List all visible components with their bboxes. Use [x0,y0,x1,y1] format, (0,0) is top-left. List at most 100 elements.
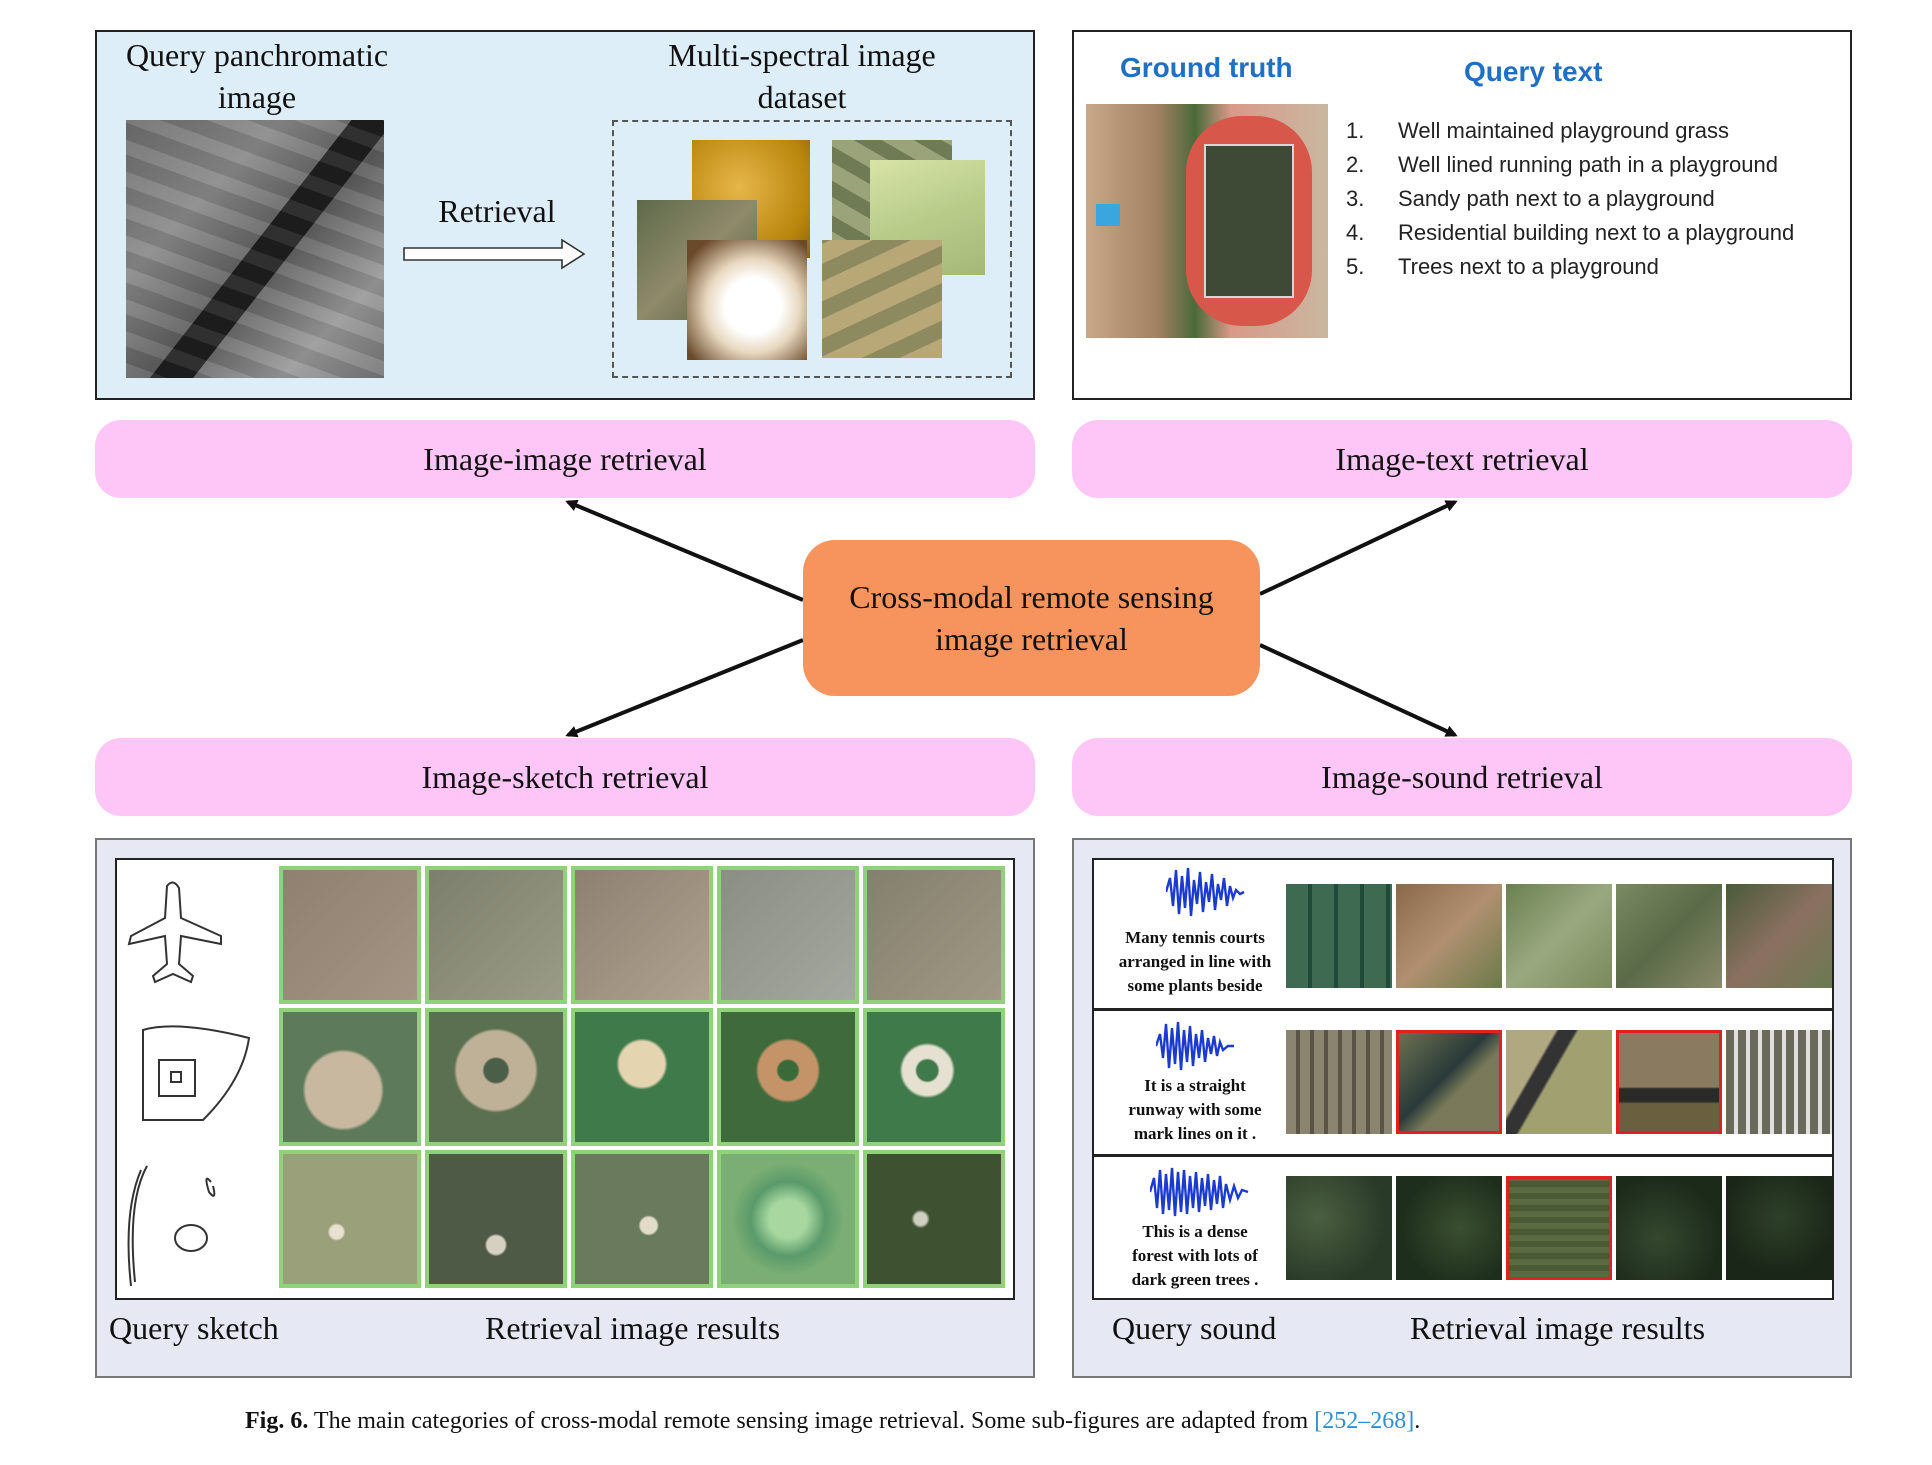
caption-line: This is a dense [1142,1222,1248,1241]
sound-result-tennis-5 [1726,884,1832,988]
caption-end: . [1414,1408,1421,1434]
dataset-line1: Multi-spectral image [668,37,936,73]
arrow-to-image-text [1259,500,1458,596]
image-text-retrieval-pill: Image-text retrieval [1072,420,1852,498]
ground-truth-image [1086,104,1328,338]
image-image-retrieval-pill: Image-image retrieval [95,420,1035,498]
waveform-icon [1150,1167,1249,1217]
sound-result-runway-3 [1506,1030,1612,1134]
list-text: Residential building next to a playgroun… [1398,220,1795,245]
caption-line: runway with some [1128,1100,1262,1119]
caption-line: dark green trees . [1131,1270,1259,1289]
list-num: 4. [1346,220,1365,245]
list-text: Trees next to a playground [1398,254,1659,279]
list-num: 5. [1346,254,1365,279]
query-sketch-label: Query sketch [109,1310,279,1346]
list-item: 4. Residential building next to a playgr… [1346,216,1846,250]
sound-result-runway-4 [1616,1030,1722,1134]
caption-text: The main categories of cross-modal remot… [313,1408,1309,1434]
list-text: Well lined running path in a playground [1398,152,1778,177]
sound-result-tennis-1 [1286,884,1392,988]
multispectral-dataset-label: Multi-spectral image dataset [637,34,967,118]
list-text: Well maintained playground grass [1398,118,1729,143]
sound-result-forest-3 [1506,1176,1612,1280]
figure-caption: Fig. 6. The main categories of cross-mod… [245,1408,1420,1435]
arrow-to-image-image [565,499,804,602]
sketch-result-airplane-2 [425,866,567,1004]
field-pattern [126,120,384,378]
sketch-result-golf-2 [425,1150,567,1288]
query-line1: Query panchromatic [125,37,389,73]
caption-line: some plants beside [1127,976,1263,995]
query-sound-label: Query sound [1112,1310,1277,1346]
sketch-result-airplane-5 [863,866,1005,1004]
figure-number: Fig. 6. [245,1408,309,1434]
arrow-to-image-sound [1259,643,1458,737]
sound-result-runway-1 [1286,1030,1392,1134]
list-item: 1. Well maintained playground grass [1346,114,1846,148]
panchromatic-image [126,120,384,378]
sound-caption-3: This is a dense forest with lots of dark… [1096,1220,1294,1292]
list-num: 1. [1346,118,1365,143]
sketch-result-airplane-1 [279,866,421,1004]
query-text-list: 1. Well maintained playground grass 2. W… [1346,114,1846,284]
list-num: 3. [1346,186,1365,211]
sketch-result-baseball-1 [279,1008,421,1146]
list-text: Sandy path next to a playground [1398,186,1715,211]
list-item: 3. Sandy path next to a playground [1346,182,1846,216]
airplane-sketch-icon [127,881,222,984]
caption-line: forest with lots of [1132,1246,1258,1265]
sound-result-tennis-4 [1616,884,1722,988]
query-text-title: Query text [1464,56,1603,87]
pool [1096,204,1120,226]
retrieval-label: Retrieval [438,193,556,229]
image-sketch-example-panel: Query sketch Retrieval image results [95,838,1035,1378]
sketch-result-airplane-3 [571,866,713,1004]
center-node-line1: Cross-modal remote sensing [849,579,1214,615]
query-line2: image [217,79,297,115]
sketch-result-airplane-4 [717,866,859,1004]
center-node: Cross-modal remote sensing image retriev… [803,540,1260,696]
ground-truth-title: Ground truth [1120,52,1293,83]
arrow-to-image-sketch [565,638,804,738]
sound-result-runway-5 [1726,1030,1832,1134]
sound-result-forest-5 [1726,1176,1832,1280]
dataset-box [612,120,1012,378]
query-panchromatic-label: Query panchromatic image [97,34,417,118]
sketch-result-baseball-5 [863,1008,1005,1146]
sound-result-forest-4 [1616,1176,1722,1280]
sketch-result-golf-4 [717,1150,859,1288]
dataset-image-5 [687,240,807,360]
sketch-result-golf-5 [863,1150,1005,1288]
sound-result-runway-2 [1396,1030,1502,1134]
sound-caption-1: Many tennis courts arranged in line with… [1096,926,1294,998]
list-item: 2. Well lined running path in a playgrou… [1346,148,1846,182]
soccer-field [1204,144,1294,298]
list-item: 5. Trees next to a playground [1346,250,1846,284]
dataset-line2: dataset [757,79,847,115]
sketch-results-label: Retrieval image results [485,1310,781,1346]
sound-result-tennis-2 [1396,884,1502,988]
sketch-result-golf-1 [279,1150,421,1288]
sketch-result-golf-3 [571,1150,713,1288]
waveform-icon [1166,867,1245,917]
golf-course-sketch-icon [127,1165,216,1287]
sound-result-forest-1 [1286,1176,1392,1280]
image-sound-retrieval-pill: Image-sound retrieval [1072,738,1852,816]
image-sound-example-panel: Many tennis courts arranged in line with… [1072,838,1852,1378]
caption-line: mark lines on it . [1133,1124,1257,1143]
caption-reference-link[interactable]: [252–268] [1314,1408,1415,1434]
sound-results-label: Retrieval image results [1410,1310,1706,1346]
sound-result-forest-2 [1396,1176,1502,1280]
image-text-example-panel: Ground truth Query text 1. Well maintain… [1072,30,1852,400]
caption-line: It is a straight [1144,1076,1246,1095]
row-divider [1092,1008,1834,1011]
image-sketch-retrieval-pill: Image-sketch retrieval [95,738,1035,816]
caption-line: Many tennis courts [1125,928,1265,947]
image-image-example-panel: Query panchromatic image Retrieval Multi… [95,30,1035,400]
center-node-line2: image retrieval [935,621,1128,657]
caption-line: arranged in line with [1118,952,1272,971]
baseball-field-sketch-icon [142,1025,251,1121]
list-num: 2. [1346,152,1365,177]
